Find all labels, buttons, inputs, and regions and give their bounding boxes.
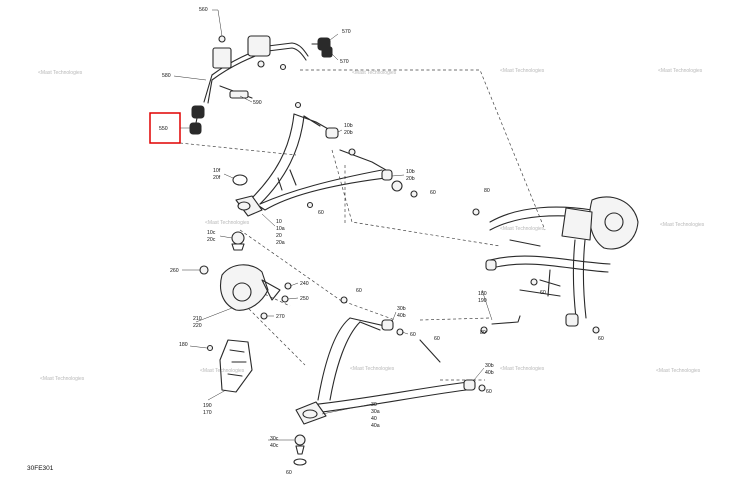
callout-label: 560 — [199, 7, 208, 13]
callout-label: 20f — [213, 175, 221, 181]
callout-label: 60 — [318, 210, 324, 216]
callout-label: 570 — [342, 29, 351, 35]
watermarks: <Mast Technologies <Mast Technologies <M… — [38, 68, 705, 382]
callout-label: 20 — [276, 233, 282, 239]
watermark: <Mast Technologies — [40, 376, 85, 382]
callout-label: 10a — [276, 226, 285, 232]
watermark: <Mast Technologies — [38, 70, 83, 76]
callout-label: 30a — [371, 409, 380, 415]
callout-label: 10 — [276, 219, 282, 225]
callout-label: 570 — [340, 59, 349, 65]
callout-label: 270 — [276, 314, 285, 320]
callout-label: 250 — [300, 296, 309, 302]
callout-label: 30b — [485, 363, 494, 369]
callout-label: 60 — [430, 190, 436, 196]
watermark: <Mast Technologies — [660, 222, 705, 228]
callout-label: 190 — [203, 403, 212, 409]
callout-label: 590 — [253, 100, 262, 106]
callout-label: 20a — [276, 240, 285, 246]
callout-label: 40c — [270, 443, 279, 449]
callout-label: 220 — [193, 323, 202, 329]
watermark: <Mast Technologies — [205, 220, 250, 226]
callout-label: 180 — [478, 291, 487, 297]
callout-label: 10f — [213, 168, 221, 174]
callout-label: 30c — [270, 436, 279, 442]
callout-label: 180 — [179, 342, 188, 348]
callout-label: 40b — [485, 370, 494, 376]
callout-label: 10b — [406, 169, 415, 175]
callout-label: 240 — [300, 281, 309, 287]
callout-label: 190 — [478, 298, 487, 304]
callout-label: 40a — [371, 423, 380, 429]
callout-label: 60 — [410, 332, 416, 338]
watermark: <Mast Technologies — [500, 68, 545, 74]
highlight-box — [149, 112, 181, 144]
callout-label: 260 — [170, 268, 179, 274]
watermark: <Mast Technologies — [500, 366, 545, 372]
callout-label: 20b — [344, 130, 353, 136]
callout-label: 20c — [207, 237, 216, 243]
callout-label: 170 — [203, 410, 212, 416]
watermark: <Mast Technologies — [658, 68, 703, 74]
stabilizer-bar-assembly — [189, 35, 333, 135]
callout-label: 60 — [540, 290, 546, 296]
upper-a-arm — [231, 101, 418, 251]
callouts: 560 570 570 580 590 550 10b 20b 10b 20b … — [159, 7, 604, 476]
callout-label: 60 — [434, 336, 440, 342]
callout-label: 30b — [397, 306, 406, 312]
watermark: <Mast Technologies — [352, 70, 397, 76]
callout-label: 580 — [162, 73, 171, 79]
watermark: <Mast Technologies — [656, 368, 701, 374]
brake-shield — [206, 339, 253, 393]
steering-knuckle — [199, 264, 292, 320]
figure-code: 30FE301 — [27, 465, 54, 472]
lower-a-arm — [293, 296, 486, 466]
callout-label: 10c — [207, 230, 216, 236]
callout-label: 80 — [480, 330, 486, 336]
callout-label: 40 — [371, 416, 377, 422]
watermark: <Mast Technologies — [200, 368, 245, 374]
callout-label: 210 — [193, 316, 202, 322]
callout-label: 40b — [397, 313, 406, 319]
callout-label: 550 — [159, 126, 168, 132]
callout-label: 60 — [356, 288, 362, 294]
leader-lines — [173, 9, 493, 441]
callout-label: 10b — [344, 123, 353, 129]
callout-label: 20b — [406, 176, 415, 182]
assembly-lines — [179, 69, 546, 381]
callout-label: 30 — [371, 402, 377, 408]
callout-label: 60 — [486, 389, 492, 395]
watermark: <Mast Technologies — [350, 366, 395, 372]
watermark: <Mast Technologies — [500, 226, 545, 232]
callout-label: 80 — [484, 188, 490, 194]
callout-label: 60 — [286, 470, 292, 476]
callout-label: 60 — [598, 336, 604, 342]
assembled-suspension-view — [472, 196, 639, 334]
